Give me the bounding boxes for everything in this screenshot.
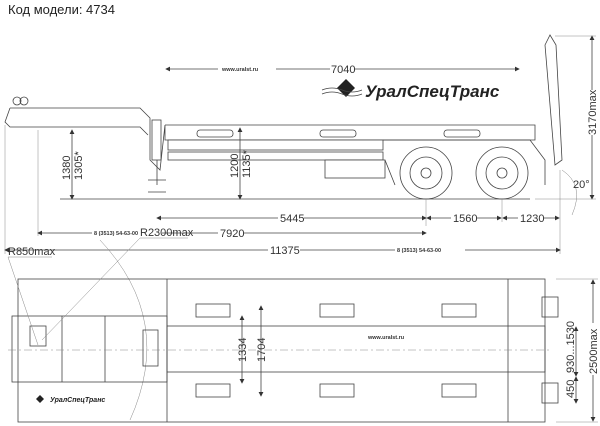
dimension-label: 1230 <box>520 213 544 225</box>
dimension-label: 1135* <box>241 149 253 178</box>
turn-radius-front-label: R850max <box>8 246 56 258</box>
top-view: R2300max R850max 1334 1704 www.uralst.ru… <box>7 227 600 423</box>
wheel <box>475 146 529 200</box>
side-view: УралСпецТранс www.uralst.ru 7040 3170max… <box>4 34 599 257</box>
dimension-label: 11375 <box>270 245 300 257</box>
dimension-label: 5445 <box>280 213 304 225</box>
dimension-label: 450 <box>565 380 577 398</box>
dimension-label: 7040 <box>331 64 355 76</box>
dimension-label: 930...1530 <box>565 321 577 373</box>
phone-text: 8 (3513) 54-63-00 <box>94 231 138 237</box>
dimension-label: 1200 <box>229 154 241 178</box>
website-text: www.uralst.ru <box>367 335 404 341</box>
website-text: www.uralst.ru <box>221 67 258 73</box>
dimension-label: 1704 <box>256 338 268 362</box>
dimension-label: 1560 <box>453 213 477 225</box>
dimension-label: УралСпецТранс <box>50 397 105 404</box>
deck-pads <box>195 303 477 398</box>
dimension-label: 20° <box>573 179 590 191</box>
dimension-label: 3170max <box>587 89 599 135</box>
brand-logo: УралСпецТранс <box>321 79 500 101</box>
dimension-label: 1334 <box>237 338 249 362</box>
brand-logo-small: УралСпецТранс <box>36 395 105 404</box>
turn-radius-rear-label: R2300max <box>140 227 194 239</box>
dimension-label: 2500max <box>588 328 600 374</box>
dimension-label: 1380 <box>61 156 73 180</box>
model-code-title: Код модели: 4734 <box>8 2 115 17</box>
wheel <box>399 146 453 200</box>
dimension-label: 7920 <box>220 228 244 240</box>
phone-text: 8 (3513) 54-63-00 <box>397 248 441 254</box>
dimension-label: 1305* <box>73 151 85 180</box>
dimension-label: УралСпецТранс <box>365 82 500 101</box>
